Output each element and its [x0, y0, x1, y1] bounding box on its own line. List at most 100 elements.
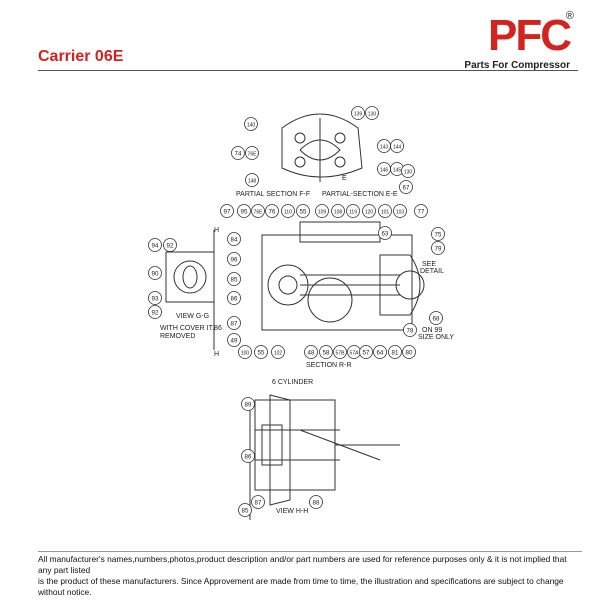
- callout-63: 63: [378, 226, 392, 240]
- disclaimer-line-2: is the product of these manufacturers. S…: [38, 576, 564, 597]
- compressor-body: [261, 234, 413, 331]
- callout-circle: [244, 117, 258, 131]
- callout-circle: [238, 345, 252, 359]
- callout-119: 119: [346, 204, 360, 218]
- callout-85: 85: [227, 272, 241, 286]
- callout-number: 81: [392, 349, 399, 356]
- callout-circle: [351, 106, 365, 120]
- callout-100: 100: [238, 345, 252, 359]
- callout-number: 92: [167, 242, 174, 249]
- callout-120: 120: [362, 204, 376, 218]
- callout-number: 55: [258, 349, 265, 356]
- callout-circle: [390, 139, 404, 153]
- callout-87: 87: [251, 495, 265, 509]
- callout-circle: [359, 345, 373, 359]
- view-gg-cover: [165, 251, 215, 303]
- registered-mark: ®: [565, 10, 574, 22]
- callout-number: 93: [152, 295, 159, 302]
- exploded-parts-diagram: PARTIAL SECTION F-F PARTIAL-SECTION E-E …: [148, 106, 454, 520]
- callout-95: 95: [237, 204, 251, 218]
- callout-number: 97: [224, 208, 231, 215]
- callout-number: 88: [313, 499, 320, 506]
- callout-circle: [402, 345, 416, 359]
- callout-number: 94: [152, 242, 159, 249]
- callout-number: 74: [235, 150, 242, 157]
- cylinder-head-outline: [281, 113, 363, 178]
- callout-108: 108: [331, 204, 345, 218]
- callout-number: 108: [334, 209, 343, 215]
- callout-circle: [431, 227, 445, 241]
- callout-number: 85: [242, 507, 249, 514]
- callout-68: 68: [429, 311, 443, 325]
- callout-circle: [365, 106, 379, 120]
- callout-circle: [245, 173, 259, 187]
- callout-circle: [227, 252, 241, 266]
- callout-number: 148: [248, 178, 257, 184]
- callout-110: 110: [281, 204, 295, 218]
- callout-circle: [148, 238, 162, 252]
- callout-circle: [403, 323, 417, 337]
- callout-circle: [388, 345, 402, 359]
- callout-number: 90: [152, 270, 159, 277]
- callout-number: 86: [245, 453, 252, 460]
- callout-number: 67: [403, 184, 410, 191]
- callout-circle: [265, 204, 279, 218]
- callout-number: 100: [241, 350, 250, 356]
- disclaimer: All manufacturer's names,numbers,photos,…: [38, 554, 582, 598]
- callout-number: 79: [435, 245, 442, 252]
- callout-94: 94: [148, 238, 162, 252]
- callout-number: 78: [407, 327, 414, 334]
- callout-76E: 76E: [245, 146, 259, 160]
- callout-number: 87: [255, 499, 262, 506]
- callout-circle: [148, 266, 162, 280]
- callout-circle: [431, 241, 445, 255]
- callout-circle: [238, 503, 252, 517]
- callout-97: 97: [220, 204, 234, 218]
- callout-number: 57: [363, 349, 370, 356]
- callout-circle: [245, 146, 259, 160]
- callout-number: 75: [435, 231, 442, 238]
- section-rr-label: SECTION R-R: [306, 362, 352, 369]
- on99-label: ON 99: [422, 327, 442, 334]
- callout-57: 57: [359, 345, 373, 359]
- callout-number: 143: [380, 144, 389, 150]
- callout-circle: [227, 272, 241, 286]
- callout-143: 143: [377, 139, 391, 153]
- page-title: Carrier 06E: [38, 48, 124, 65]
- callout-146: 146: [377, 162, 391, 176]
- callout-circle: [251, 495, 265, 509]
- callout-circle: [429, 311, 443, 325]
- detail-label: DETAIL: [420, 268, 444, 275]
- callout-76: 76: [265, 204, 279, 218]
- callout-number: 139: [354, 111, 363, 117]
- callout-number: 101: [381, 209, 390, 215]
- callout-102: 102: [271, 345, 285, 359]
- header-divider: [38, 70, 578, 71]
- callout-77: 77: [414, 204, 428, 218]
- callout-circle: [163, 238, 177, 252]
- callout-86: 86: [241, 449, 255, 463]
- callout-number: 48: [308, 349, 315, 356]
- callout-number: 89: [245, 401, 252, 408]
- section-ff-label: PARTIAL SECTION F-F: [236, 191, 310, 198]
- callout-number: 55: [300, 208, 307, 215]
- callout-circle: [148, 291, 162, 305]
- callout-number: 77: [418, 208, 425, 215]
- callout-number: 63: [382, 230, 389, 237]
- callout-number: 96: [231, 256, 238, 263]
- callout-55: 55: [296, 204, 310, 218]
- callout-144: 144: [390, 139, 404, 153]
- h-letter-bottom: H: [214, 351, 219, 358]
- callout-number: 57B: [336, 350, 346, 356]
- callout-48: 48: [304, 345, 318, 359]
- cylinder-detail: [254, 399, 336, 491]
- callout-89: 89: [241, 397, 255, 411]
- callout-number: 64: [377, 349, 384, 356]
- callout-circle: [281, 204, 295, 218]
- callout-85: 85: [238, 503, 252, 517]
- with-cover-label: WITH COVER IT.86: [160, 325, 222, 332]
- h-letter-top: H: [214, 227, 219, 234]
- callout-58: 58: [319, 345, 333, 359]
- callout-number: 102: [274, 350, 283, 356]
